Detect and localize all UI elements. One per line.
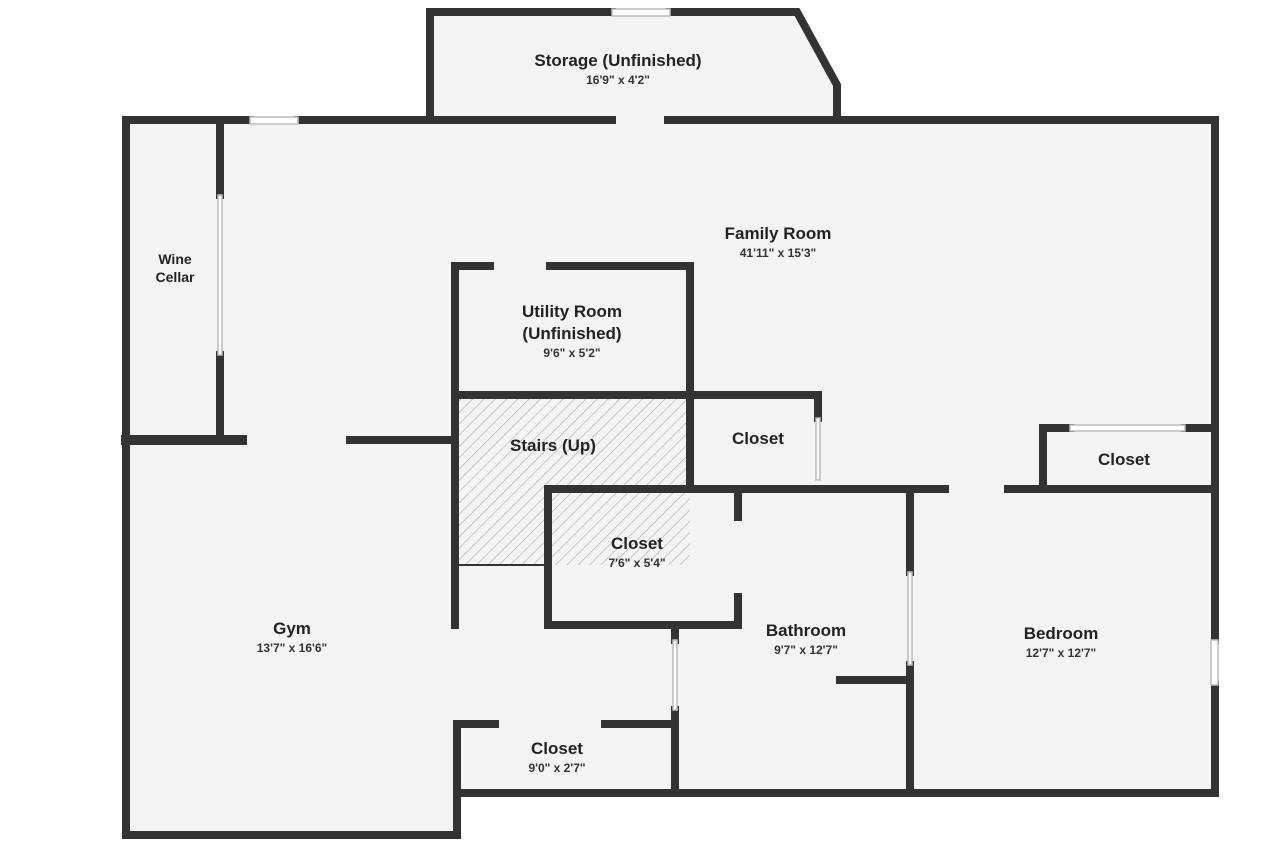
room-dims: 9'7" x 12'7" (774, 643, 838, 657)
room-name: Gym (273, 619, 311, 638)
room-dims: 12'7" x 12'7" (1025, 646, 1097, 660)
room-name: (Unfinished) (522, 324, 622, 343)
room-dims: 13'7" x 16'6" (256, 641, 328, 655)
room-closet-top: Closet (732, 428, 784, 450)
windows (217, 8, 1219, 711)
room-name: Storage (Unfinished) (534, 51, 702, 70)
room-name: Utility Room (521, 302, 623, 321)
room-bathroom: Bathroom 9'7" x 12'7" (766, 620, 846, 658)
window (815, 417, 821, 481)
room-utility: Utility Room (Unfinished) 9'6" x 5'2" (522, 301, 622, 361)
room-closet-bottom: Closet 9'0" x 2'7" (528, 738, 585, 776)
stairs-hatch (455, 395, 690, 565)
storage-floor (430, 12, 837, 120)
room-name: Wine (158, 251, 192, 267)
walls (121, 8, 1219, 839)
room-name: Closet (732, 429, 784, 448)
window (611, 8, 671, 17)
room-name: Closet (1098, 450, 1150, 469)
room-closet-middle: Closet 7'6" x 5'4" (608, 533, 665, 571)
room-dims: 41'11" x 15'3" (739, 246, 817, 260)
room-name: Family Room (724, 224, 832, 243)
window (1069, 424, 1186, 432)
room-bedroom: Bedroom 12'7" x 12'7" (1024, 623, 1099, 661)
window (1210, 639, 1219, 686)
room-name: Closet (611, 534, 663, 553)
room-name: Stairs (Up) (510, 436, 596, 455)
window (672, 639, 678, 711)
room-stairs: Stairs (Up) (510, 435, 596, 457)
room-family-room: Family Room 41'11" x 15'3" (725, 223, 832, 261)
window (249, 116, 299, 125)
room-wine-cellar: Wine Cellar (156, 250, 195, 286)
room-name: Cellar (155, 269, 195, 285)
room-dims: 7'6" x 5'4" (608, 556, 666, 570)
room-name: Bathroom (765, 621, 847, 640)
room-gym: Gym 13'7" x 16'6" (257, 618, 327, 656)
room-dims: 16'9" x 4'2" (586, 73, 650, 87)
room-dims: 9'0" x 2'7" (528, 761, 586, 775)
room-name: Closet (531, 739, 583, 758)
room-storage: Storage (Unfinished) 16'9" x 4'2" (534, 50, 701, 88)
room-closet-right: Closet (1098, 449, 1150, 471)
window (907, 571, 913, 666)
room-dims: 9'6" x 5'2" (543, 346, 601, 360)
window (217, 194, 223, 356)
room-name: Bedroom (1023, 624, 1099, 643)
